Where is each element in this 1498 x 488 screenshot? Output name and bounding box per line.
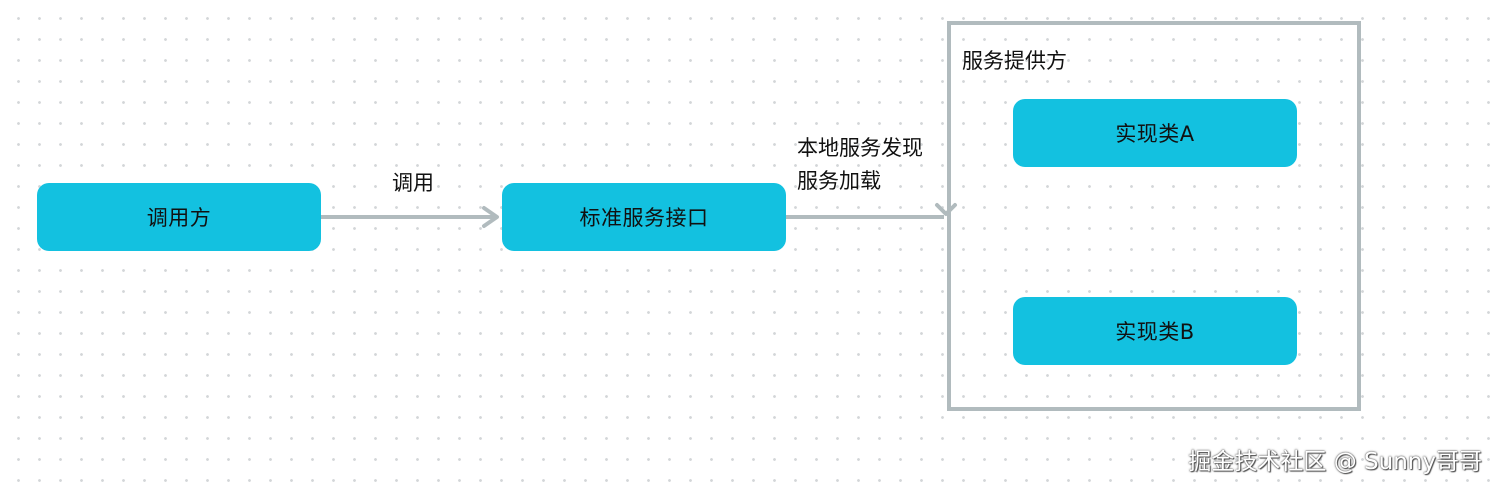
impl-a-node[interactable]: 实现类A [1013,99,1297,167]
service-provider-container [947,21,1361,411]
provider-group-title: 服务提供方 [962,49,1067,73]
discovery-edge-label-line2: 服务加载 [797,169,881,193]
impl-b-node[interactable]: 实现类B [1013,297,1297,365]
call-edge-label: 调用 [392,171,434,195]
discovery-arrow [786,203,957,219]
standard-interface-node[interactable]: 标准服务接口 [502,183,786,251]
call-arrow [321,206,499,228]
caller-node[interactable]: 调用方 [37,183,321,251]
watermark-text: 掘金技术社区 @ Sunny哥哥 [1188,449,1482,475]
discovery-edge-label-line1: 本地服务发现 [797,136,923,160]
